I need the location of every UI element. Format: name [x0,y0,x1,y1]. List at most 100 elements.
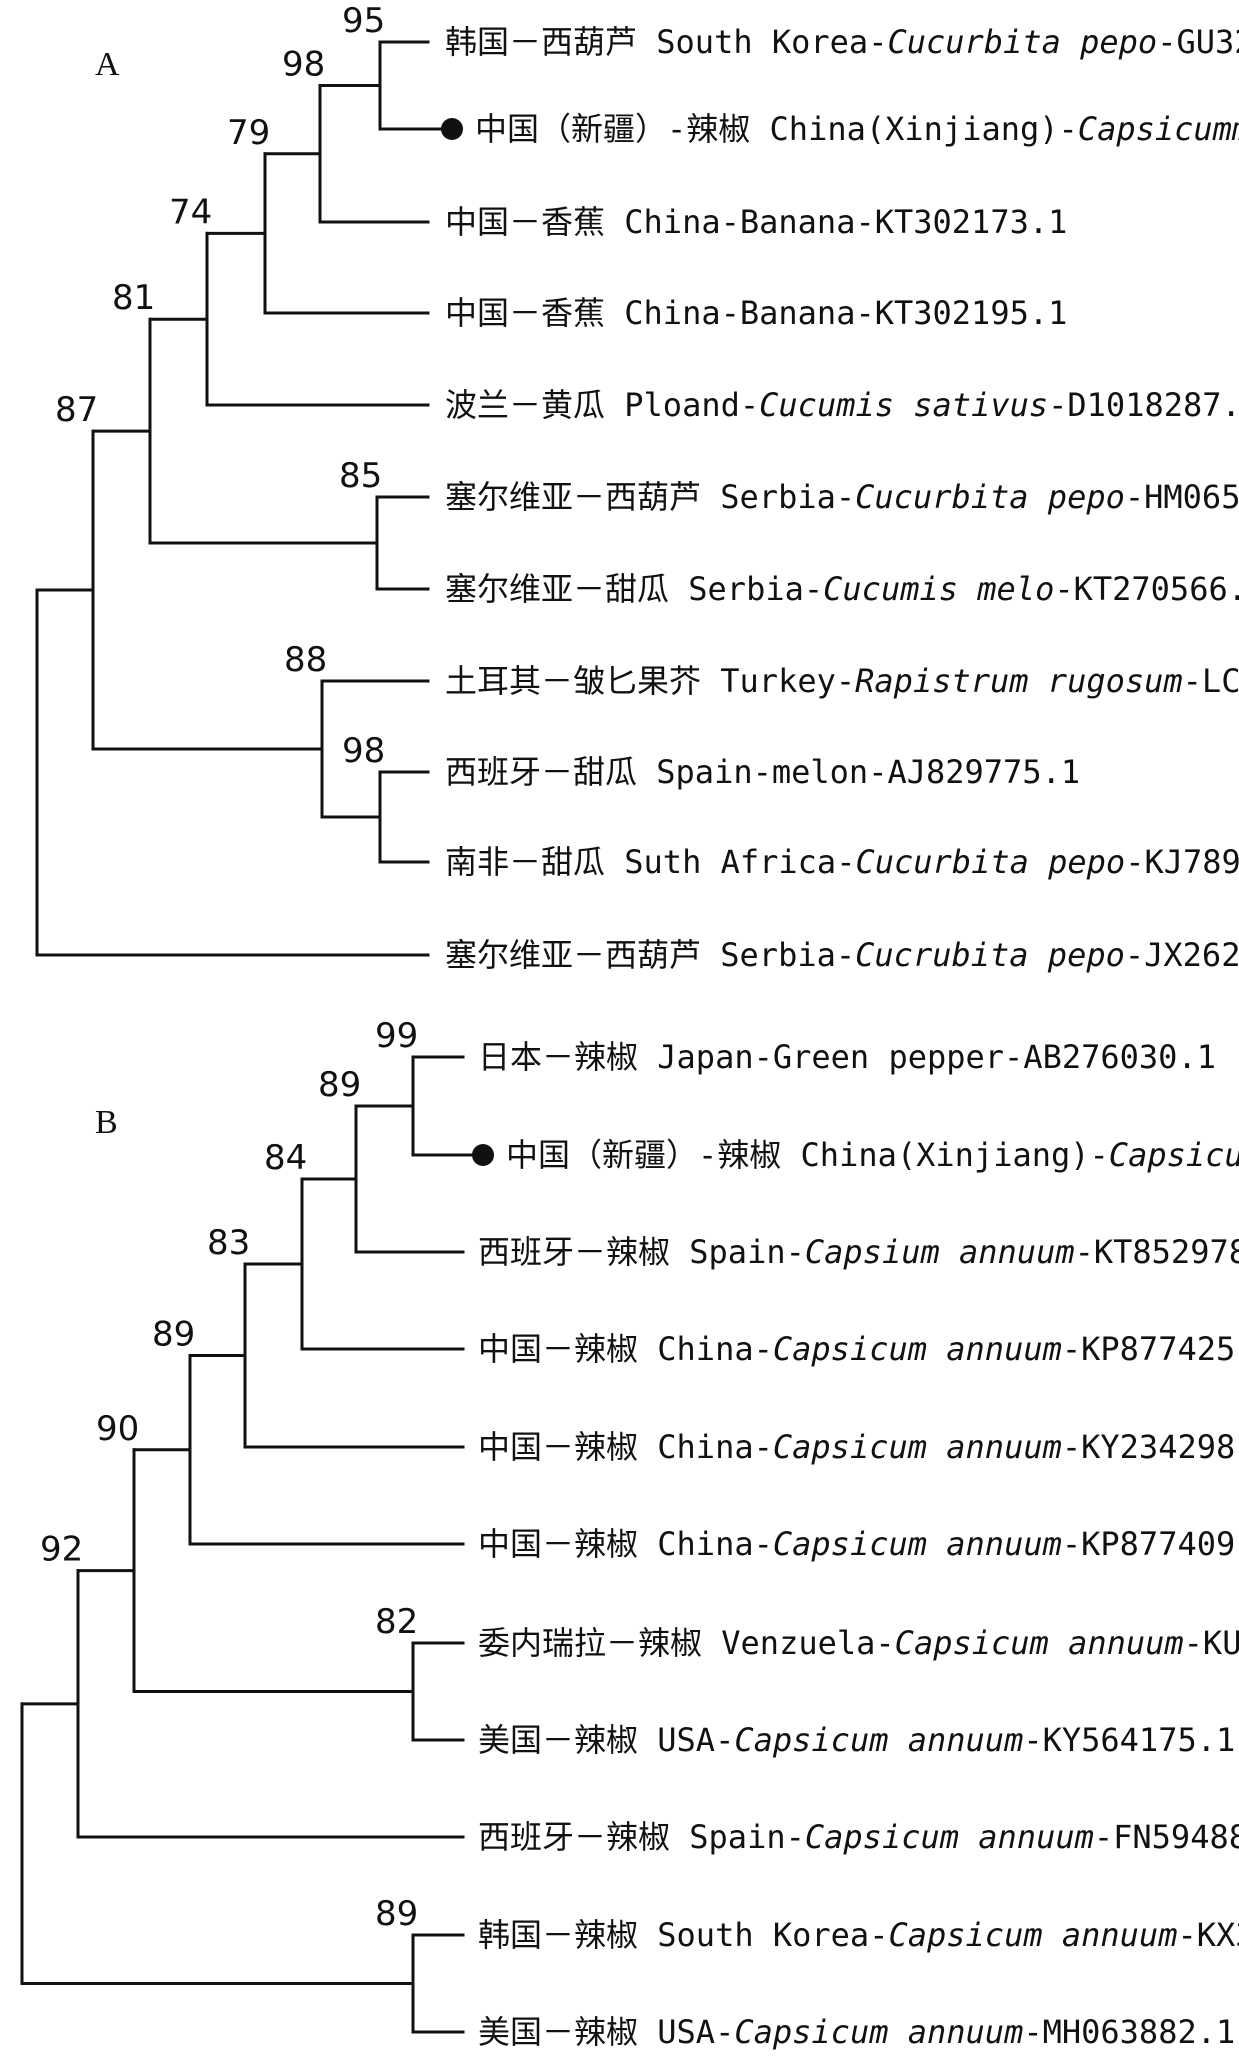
taxon-text: 西班牙－辣椒 Spain- [478,1233,805,1271]
species-name: Capsicum annuum [773,1525,1062,1563]
taxon-text: 美国－辣椒 USA- [478,1721,734,1759]
bootstrap-support-label: 98 [282,45,325,85]
taxon-label: 中国（新疆）-辣椒 China(Xinjiang)-Capsicumm annu… [475,110,1239,148]
bootstrap-support-label: 99 [375,1016,418,1056]
taxon-text: -KT852978.1 [1075,1233,1239,1271]
taxon-text: 中国－辣椒 China- [478,1525,773,1563]
taxon-label: 塞尔维亚－西葫芦 Serbia-Cucrubita pepo-JX262140.… [445,936,1239,974]
taxon-label: 韩国－西葫芦 South Korea-Cucurbita pepo-GU3273… [445,23,1239,61]
species-name: Cucurbita pepo [855,478,1125,516]
target-isolate-marker-icon [472,1144,494,1166]
bootstrap-support-label: 87 [55,390,98,430]
taxon-label: 塞尔维亚－西葫芦 Serbia-Cucurbita pepo-HM065510.… [445,478,1239,516]
taxon-label: 日本－辣椒 Japan-Green pepper-AB276030.1 [478,1038,1216,1076]
taxon-text: -D1018287.1 [1048,386,1239,424]
taxon-label: 委内瑞拉－辣椒 Venzuela-Capsicum annuum-KU24886… [478,1624,1239,1662]
taxon-label: 中国－香蕉 China-Banana-KT302195.1 [445,294,1067,332]
bootstrap-support-label: 92 [40,1530,83,1570]
taxon-text: 波兰－黄瓜 Ploand- [445,386,759,424]
taxon-label: 西班牙－辣椒 Spain-Capsicum annuum-FN594888.1 [478,1818,1239,1856]
bootstrap-support-label: 81 [112,278,155,318]
taxon-label: 中国－辣椒 China-Capsicum annuum-KY234298.1 [478,1428,1239,1466]
taxon-text: -KX399390.1 [1177,1916,1239,1954]
taxon-label: 中国－辣椒 China-Capsicum annuum-KP877425.1 [478,1330,1239,1368]
bootstrap-support-label: 89 [375,1894,418,1934]
taxon-label: 中国－辣椒 China-Capsicum annuum-KP877409.1 [478,1525,1239,1563]
species-name: Cucumis sativus [759,386,1048,424]
species-name: Cucrubita pepo [855,936,1125,974]
taxon-text: 美国－辣椒 USA- [478,2013,734,2051]
taxon-label: 西班牙－甜瓜 Spain-melon-AJ829775.1 [445,753,1080,791]
taxon-label: 中国（新疆）-辣椒 China(Xinjiang)-Capsicumm annu… [506,1136,1239,1174]
taxon-label: 韩国－辣椒 South Korea-Capsicum annuum-KX3993… [478,1916,1239,1954]
taxon-text: 韩国－辣椒 South Korea- [478,1916,888,1954]
bootstrap-support-label: 89 [318,1065,361,1105]
species-name: Cucurbita pepo [855,843,1125,881]
bootstrap-support-label: 74 [169,192,212,232]
taxon-text: 韩国－西葫芦 South Korea- [445,23,887,61]
bootstrap-support-label: 85 [339,456,382,496]
bootstrap-support-label: 89 [152,1315,195,1355]
taxon-text: 中国－香蕉 China-Banana-KT302173.1 [445,203,1067,241]
species-name: Capsicum annuum [805,1818,1094,1856]
taxon-text: -KY234298.1 [1062,1428,1239,1466]
panel-label: B [95,1104,118,1141]
taxon-label: 南非－甜瓜 Suth Africa-Cucurbita pepo-KJ78989… [445,843,1239,881]
taxon-text: 塞尔维亚－西葫芦 Serbia- [445,936,855,974]
bootstrap-support-label: 82 [375,1602,418,1642]
species-name: Capsicum annuum [888,1916,1177,1954]
taxon-text: -KY564175.1 [1023,1721,1235,1759]
taxon-text: -KP877409.1 [1062,1525,1239,1563]
bootstrap-support-label: 83 [207,1223,250,1263]
taxon-label: 波兰－黄瓜 Ploand-Cucumis sativus-D1018287.1 [445,386,1239,424]
species-name: Capsicum annuum [773,1330,1062,1368]
taxon-text: 委内瑞拉－辣椒 Venzuela- [478,1624,895,1662]
taxon-text: 中国（新疆）-辣椒 China(Xinjiang)- [475,110,1078,148]
taxon-text: 塞尔维亚－甜瓜 Serbia- [445,570,823,608]
taxon-text: 塞尔维亚－西葫芦 Serbia- [445,478,855,516]
taxon-text: 中国（新疆）-辣椒 China(Xinjiang)- [506,1136,1109,1174]
taxon-text: -GU327368.1 [1157,23,1239,61]
species-name: Capsicum annuum [734,1721,1023,1759]
species-name: Capsicum annuum [895,1624,1184,1662]
species-name: Cucumis melo [823,570,1054,608]
bootstrap-support-label: 88 [284,640,327,680]
species-name: Cucurbita pepo [887,23,1157,61]
taxon-text: 土耳其－皱匕果芥 Turkey- [445,662,855,700]
species-name: Rapistrum rugosum [855,662,1183,700]
taxon-label: 西班牙－辣椒 Spain-Capsium annuum-KT852978.1 [478,1233,1239,1271]
taxon-text: 日本－辣椒 Japan-Green pepper-AB276030.1 [478,1038,1216,1076]
species-name: Capsicumm annuum [1109,1136,1239,1174]
species-name: Capsicumm annuum [1078,110,1239,148]
taxon-label: 美国－辣椒 USA-Capsicum annuum-MH063882.1 [478,2013,1235,2051]
bootstrap-support-label: 84 [264,1138,307,1178]
taxon-label: 中国－香蕉 China-Banana-KT302173.1 [445,203,1067,241]
bootstrap-support-label: 79 [227,113,270,153]
taxon-text: -KT270566.1 [1054,570,1239,608]
taxon-text: 中国－辣椒 China- [478,1330,773,1368]
species-name: Capsicum annuum [734,2013,1023,2051]
panel-label: A [95,46,120,83]
taxon-label: 美国－辣椒 USA-Capsicum annuum-KY564175.1 [478,1721,1235,1759]
bootstrap-support-label: 95 [342,1,385,41]
taxon-text: -MH063882.1 [1023,2013,1235,2051]
bootstrap-support-label: 98 [342,731,385,771]
taxon-text: 西班牙－辣椒 Spain- [478,1818,805,1856]
taxon-text: 西班牙－甜瓜 Spain-melon-AJ829775.1 [445,753,1080,791]
taxon-text: 中国－辣椒 China- [478,1428,773,1466]
taxon-text: -FN594888.1 [1094,1818,1239,1856]
target-isolate-marker-icon [441,118,463,140]
taxon-text: 南非－甜瓜 Suth Africa- [445,843,855,881]
taxon-text: -HM065510.1 [1125,478,1239,516]
taxon-text: 中国－香蕉 China-Banana-KT302195.1 [445,294,1067,332]
taxon-text: -KU248868.1 [1184,1624,1239,1662]
species-name: Capsium annuum [805,1233,1075,1271]
taxon-text: -KP877425.1 [1062,1330,1239,1368]
taxon-label: 土耳其－皱匕果芥 Turkey-Rapistrum rugosum-LC0665… [445,662,1239,700]
taxon-label: 塞尔维亚－甜瓜 Serbia-Cucumis melo-KT270566.1 [445,570,1239,608]
taxon-text: -JX262140.1 [1125,936,1239,974]
